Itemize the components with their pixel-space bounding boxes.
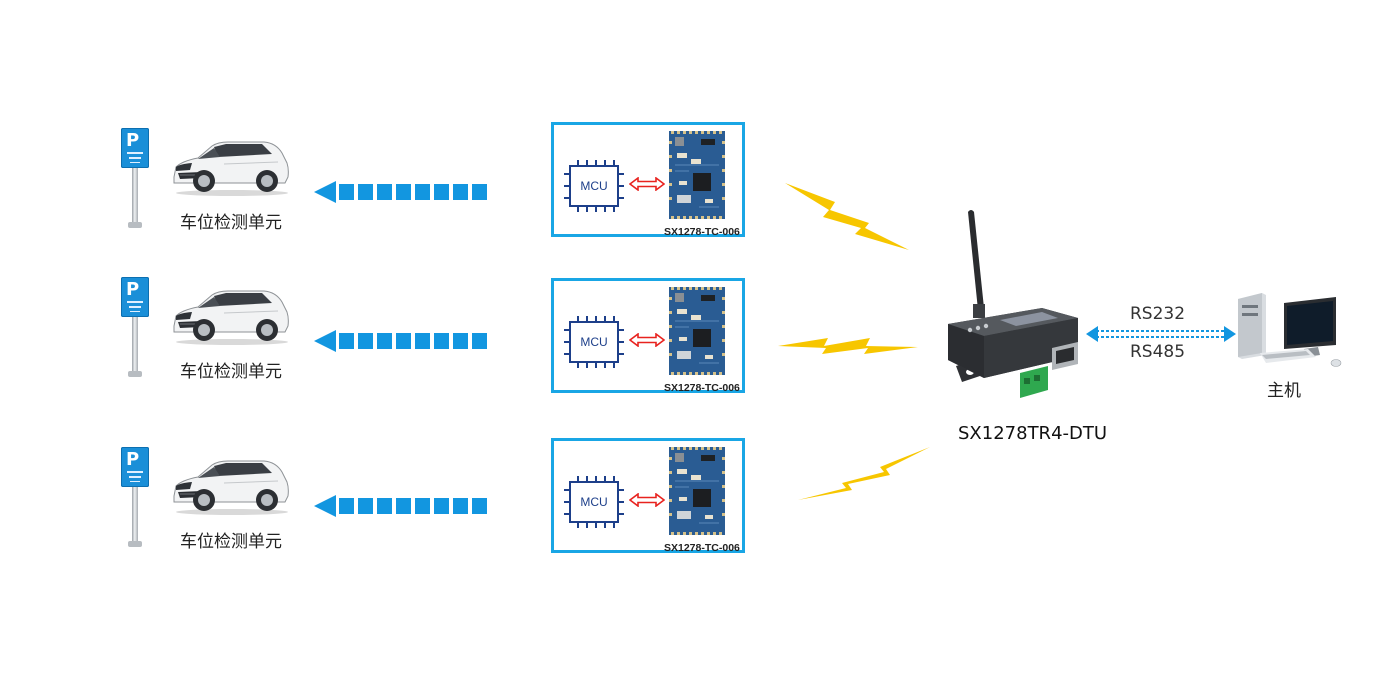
unit-label: 车位检测单元 [180, 532, 282, 552]
blue-arrow-icon [314, 181, 487, 203]
module-box: MCU SX1278-TC-006 [551, 438, 745, 554]
module-box: MCU SX1278-TC-006 [551, 278, 745, 394]
lora-module-icon [669, 447, 725, 535]
unit-label: 车位检测单元 [180, 213, 282, 233]
host-label: 主机 [1267, 381, 1301, 401]
lightning-icon [798, 447, 930, 500]
mcu-label: MCU [580, 495, 607, 509]
blue-arrow-icon [314, 330, 487, 352]
mcu-chip-icon: MCU [564, 316, 624, 368]
mcu-chip-icon: MCU [564, 160, 624, 212]
parking-sign-icon: P [121, 128, 151, 232]
parking-sign-icon: P [121, 447, 151, 551]
parking-sign-icon: P [121, 277, 151, 381]
dual-arrow-icon [1086, 326, 1236, 342]
lightning-icon [778, 338, 918, 354]
unit-label: 车位检测单元 [180, 362, 282, 382]
gateway-label: SX1278TR4-DTU [958, 423, 1108, 444]
mcu-chip-icon: MCU [564, 476, 624, 528]
rs485-label: RS485 [1130, 342, 1186, 362]
lightning-icon [785, 183, 909, 250]
module-label: SX1278-TC-006 [664, 542, 740, 554]
bidirectional-arrow-icon [629, 177, 665, 191]
dtu-gateway-device-icon [948, 210, 1078, 398]
mcu-label: MCU [580, 179, 607, 193]
host-computer-icon [1238, 293, 1342, 367]
car-icon [173, 460, 289, 515]
car-icon [173, 290, 289, 345]
module-label: SX1278-TC-006 [664, 226, 740, 238]
bidirectional-arrow-icon [629, 333, 665, 347]
rs232-label: RS232 [1130, 304, 1186, 324]
mcu-label: MCU [580, 335, 607, 349]
module-label: SX1278-TC-006 [664, 382, 740, 394]
lora-module-icon [669, 287, 725, 375]
car-icon [173, 141, 289, 196]
bidirectional-arrow-icon [629, 493, 665, 507]
module-box: MCU SX1278-TC-006 [551, 122, 745, 238]
lora-module-icon [669, 131, 725, 219]
blue-arrow-icon [314, 495, 487, 517]
